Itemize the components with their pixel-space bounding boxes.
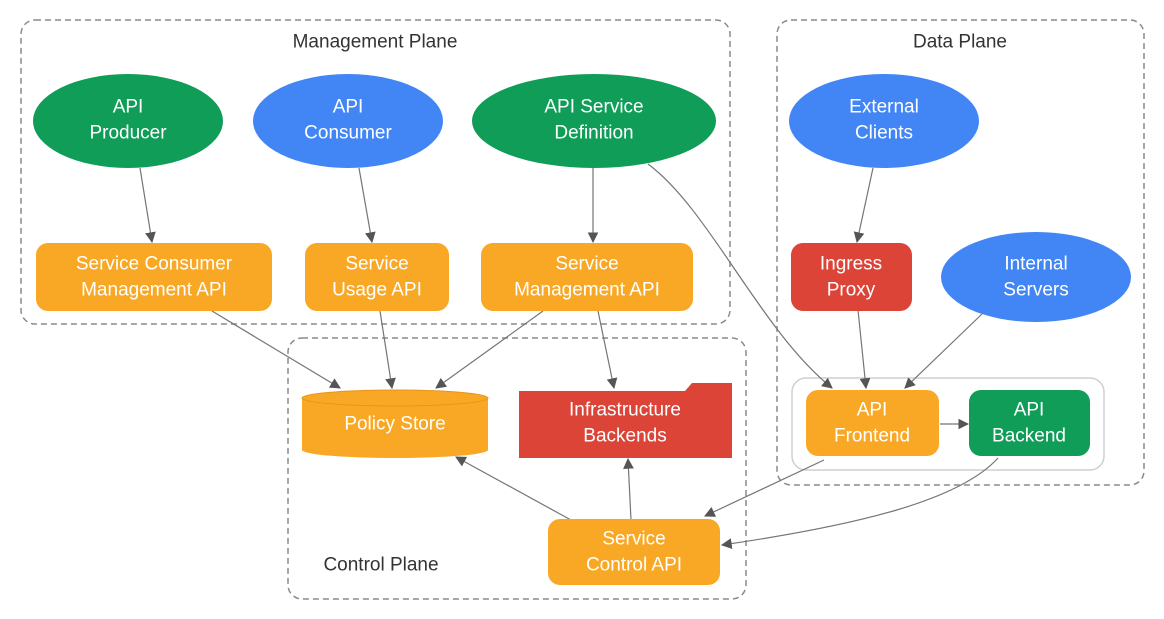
service-management-api-label-2: Management API — [514, 280, 660, 301]
service-consumer-management-api-label: Service Consumer — [76, 254, 233, 275]
api-producer-label: API — [113, 97, 144, 118]
policy-store-shape — [302, 398, 488, 458]
policy-store-node[interactable]: Policy Store — [301, 389, 489, 458]
service-control-api-label-2: Control API — [586, 555, 682, 576]
api-service-definition-label-2: Definition — [554, 123, 633, 144]
internal-servers-shape — [941, 232, 1131, 322]
management-plane-region — [20, 19, 731, 325]
service-consumer-management-api-label-2: Management API — [81, 280, 227, 301]
control-plane-label: Control Plane — [323, 555, 438, 576]
infrastructure-backends-label: Infrastructure — [569, 400, 681, 421]
api-backend-label: API — [1014, 400, 1045, 421]
data-plane-label: Data Plane — [913, 32, 1007, 53]
edge-backend-to-control — [720, 457, 999, 549]
infrastructure-backends-shape — [519, 383, 732, 458]
edge-control-to-policy — [455, 456, 572, 521]
api-producer-label-2: Producer — [89, 123, 167, 144]
api-frontend-shape — [806, 390, 939, 456]
edge-ingress-to-frontend — [857, 309, 871, 390]
service-consumer-management-api-node[interactable]: Service Consumer Management API — [36, 243, 272, 311]
api-backend-shape — [969, 390, 1090, 456]
service-usage-api-shape — [305, 243, 449, 311]
service-usage-api-label-2: Usage API — [332, 280, 422, 301]
api-frontend-node[interactable]: API Frontend — [806, 390, 939, 456]
service-management-api-label: Service — [555, 254, 618, 275]
internal-servers-label-2: Servers — [1003, 280, 1068, 301]
external-clients-label-2: Clients — [855, 123, 913, 144]
external-clients-node[interactable]: External Clients — [789, 74, 979, 168]
api-consumer-node[interactable]: API Consumer — [253, 74, 443, 168]
api-backend-node[interactable]: API Backend — [969, 390, 1090, 456]
edge-smgmt-to-infra — [597, 310, 618, 390]
api-service-definition-node[interactable]: API Service Definition — [472, 74, 716, 168]
ingress-proxy-label-2: Proxy — [827, 280, 876, 301]
api-consumer-shape — [253, 74, 443, 168]
edge-usage-to-policy — [379, 310, 396, 390]
api-backend-label-2: Backend — [992, 426, 1066, 447]
service-usage-api-label: Service — [345, 254, 408, 275]
edge-scm-to-policy — [211, 310, 341, 389]
api-consumer-label: API — [333, 97, 364, 118]
api-service-definition-shape — [472, 74, 716, 168]
edges — [139, 163, 999, 549]
edge-clients-to-ingress — [853, 167, 874, 244]
api-frontend-label-2: Frontend — [834, 426, 910, 447]
service-control-api-label: Service — [602, 529, 665, 550]
service-usage-api-node[interactable]: Service Usage API — [305, 243, 449, 311]
edge-frontend-to-control — [704, 459, 825, 517]
edge-definition-to-frontend — [647, 163, 833, 389]
edge-consumer-to-usage — [358, 167, 376, 244]
edge-control-to-infra — [623, 457, 634, 521]
edge-smgmt-to-policy — [435, 310, 544, 389]
management-plane-label: Management Plane — [293, 32, 458, 53]
ingress-proxy-shape — [791, 243, 912, 311]
api-service-definition-label: API Service — [544, 97, 643, 118]
service-management-api-shape — [481, 243, 693, 311]
external-clients-label: External — [849, 97, 919, 118]
service-consumer-management-api-shape — [36, 243, 272, 311]
service-control-api-node[interactable]: Service Control API — [548, 519, 720, 585]
internal-servers-label: Internal — [1004, 254, 1067, 275]
ingress-proxy-label: Ingress — [820, 254, 882, 275]
edge-producer-to-scm — [139, 167, 156, 244]
service-management-api-node[interactable]: Service Management API — [481, 243, 693, 311]
external-clients-shape — [789, 74, 979, 168]
internal-servers-node[interactable]: Internal Servers — [941, 232, 1131, 322]
infrastructure-backends-node[interactable]: Infrastructure Backends — [519, 383, 732, 458]
service-control-api-shape — [548, 519, 720, 585]
api-serving-group — [791, 377, 1105, 471]
control-plane-region — [287, 337, 747, 600]
api-consumer-label-2: Consumer — [304, 123, 392, 144]
policy-store-top — [301, 389, 489, 407]
edge-internal-to-frontend — [904, 313, 983, 389]
api-frontend-label: API — [857, 400, 888, 421]
policy-store-label: Policy Store — [344, 414, 445, 435]
api-producer-shape — [33, 74, 223, 168]
api-producer-node[interactable]: API Producer — [33, 74, 223, 168]
infrastructure-backends-label-2: Backends — [583, 426, 666, 447]
ingress-proxy-node[interactable]: Ingress Proxy — [791, 243, 912, 311]
